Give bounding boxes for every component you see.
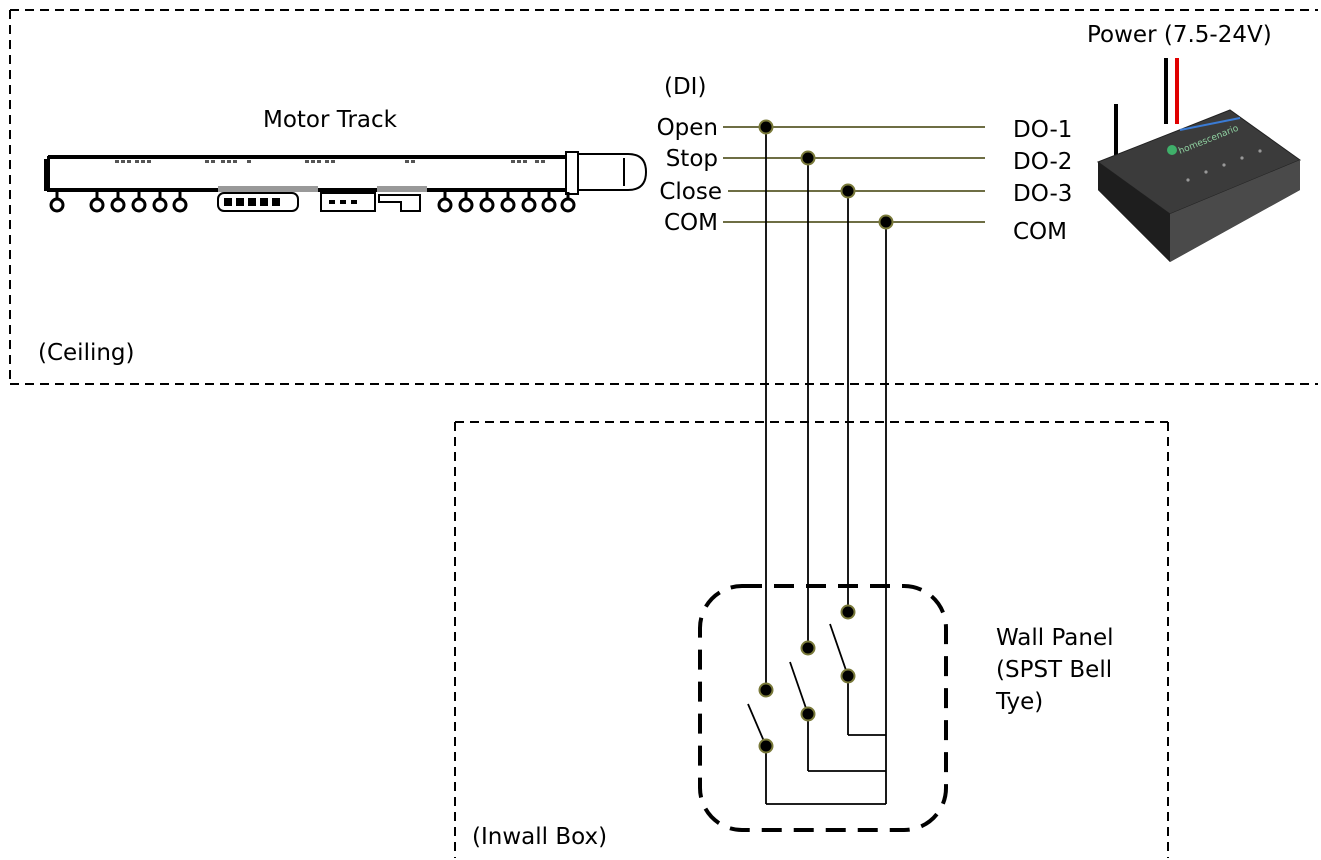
do-1-label: DO-1 <box>1013 117 1072 143</box>
node-switch-open-bottom <box>758 738 774 754</box>
switch-close-lever <box>829 623 849 677</box>
do-2-label: DO-2 <box>1013 149 1072 175</box>
node-stop <box>800 150 816 166</box>
di-close-label: Close <box>659 179 722 205</box>
wall-panel-label-line3: Tye) <box>995 689 1043 715</box>
wall-panel-box <box>698 584 948 832</box>
di-com-label: COM <box>664 210 718 236</box>
controller-device-icon: homescenario <box>1096 58 1302 262</box>
node-switch-close-bottom <box>840 668 856 684</box>
wall-panel-label-line2: (SPST Bell <box>996 657 1112 683</box>
node-open <box>758 119 774 135</box>
node-switch-stop-top <box>800 640 816 656</box>
inwall-box-region <box>454 421 1169 858</box>
connection-nodes <box>758 119 894 754</box>
do-com-label: COM <box>1013 219 1067 245</box>
node-com <box>878 214 894 230</box>
power-label: Power (7.5-24V) <box>1087 22 1272 48</box>
di-open-label: Open <box>657 115 718 141</box>
node-switch-stop-bottom <box>800 706 816 722</box>
node-switch-open-top <box>758 682 774 698</box>
do-3-label: DO-3 <box>1013 181 1072 207</box>
node-close <box>840 183 856 199</box>
ceiling-region <box>9 9 1318 385</box>
di-do-lines <box>723 126 985 223</box>
motor-track-icon <box>44 151 648 213</box>
wall-panel-label-line1: Wall Panel <box>996 625 1114 651</box>
inwall-box-label: (Inwall Box) <box>472 824 607 850</box>
di-stop-label: Stop <box>666 146 718 172</box>
switch-wiring <box>747 127 887 805</box>
node-switch-close-top <box>840 604 856 620</box>
motor-track-label: Motor Track <box>263 107 398 133</box>
ceiling-label: (Ceiling) <box>38 340 135 366</box>
switch-stop-lever <box>789 661 809 715</box>
switch-open-lever <box>747 703 767 747</box>
di-header-label: (DI) <box>664 74 706 100</box>
